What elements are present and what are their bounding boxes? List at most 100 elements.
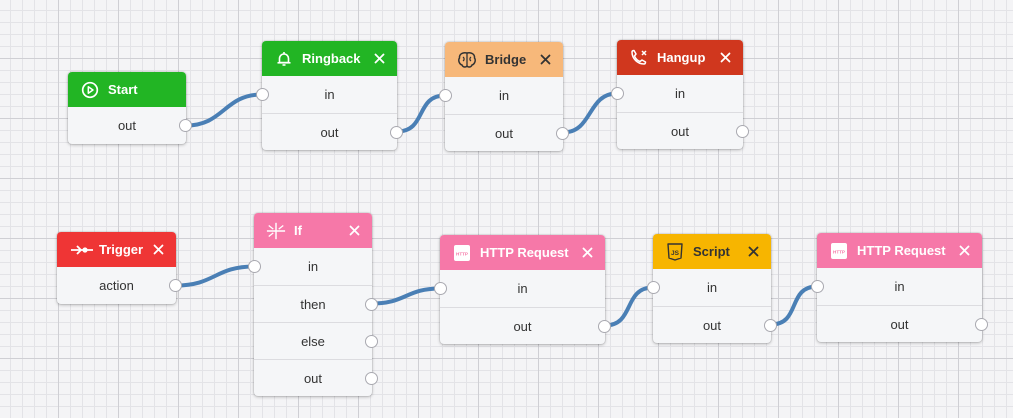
- connection-bridge-hangup[interactable]: [561, 91, 619, 135]
- js-icon: JS: [665, 242, 685, 262]
- close-icon[interactable]: [579, 245, 595, 261]
- node-ports: action: [57, 267, 182, 304]
- port-out: out: [817, 305, 988, 342]
- node-ports: in out: [439, 77, 569, 151]
- port-label: then: [300, 296, 326, 312]
- close-icon[interactable]: [346, 223, 362, 239]
- port-label: in: [498, 88, 510, 103]
- node-http1[interactable]: HTTP HTTP Request in out: [434, 235, 611, 344]
- node-title: HTTP Request: [480, 245, 569, 260]
- connection-script-http2[interactable]: [769, 284, 819, 327]
- http-icon: HTTP: [829, 241, 849, 261]
- port-label: out: [702, 317, 722, 333]
- port-out: out: [617, 112, 749, 149]
- port-in: in: [811, 268, 982, 305]
- node-if[interactable]: If in then else out: [248, 213, 378, 396]
- node-header[interactable]: Start: [68, 72, 186, 107]
- port-label: out: [117, 118, 137, 133]
- port-in: in: [647, 269, 771, 306]
- trigger-icon: [69, 240, 95, 260]
- node-title: Ringback: [302, 51, 361, 66]
- output-port-handle[interactable]: [179, 119, 192, 132]
- node-header[interactable]: HTTP HTTP Request: [440, 235, 605, 270]
- port-label: out: [303, 370, 323, 386]
- node-header[interactable]: If: [254, 213, 372, 248]
- port-in: in: [248, 248, 372, 285]
- node-start[interactable]: Start out: [68, 72, 192, 144]
- input-port-handle[interactable]: [811, 280, 824, 293]
- connection-ringback-bridge[interactable]: [395, 93, 447, 134]
- node-header[interactable]: Hangup: [617, 40, 743, 75]
- node-header[interactable]: Ringback: [262, 41, 397, 76]
- connection-http1-script[interactable]: [603, 285, 655, 328]
- input-port-handle[interactable]: [434, 282, 447, 295]
- connection-start-ringback[interactable]: [184, 92, 264, 128]
- output-port-handle[interactable]: [598, 319, 611, 333]
- input-port-handle[interactable]: [611, 87, 624, 100]
- node-script[interactable]: JS Script in out: [647, 234, 777, 343]
- port-in: in: [439, 77, 563, 114]
- input-port-handle[interactable]: [439, 89, 452, 102]
- port-in: in: [256, 76, 397, 113]
- bridge-icon: [457, 50, 477, 70]
- node-header[interactable]: Trigger: [57, 232, 176, 267]
- input-port-handle[interactable]: [256, 88, 269, 101]
- close-icon[interactable]: [371, 51, 387, 67]
- port-label: in: [517, 281, 528, 296]
- port-then: then: [254, 285, 378, 322]
- play-circle-icon: [80, 80, 100, 100]
- port-in: in: [434, 270, 605, 307]
- connection-if-http1[interactable]: [370, 286, 442, 306]
- svg-text:HTTP: HTTP: [456, 251, 468, 256]
- http-icon: HTTP: [452, 243, 472, 263]
- port-out: out: [653, 306, 777, 343]
- close-icon[interactable]: [150, 242, 166, 258]
- output-port-handle[interactable]: [365, 371, 378, 385]
- output-port-handle[interactable]: [390, 125, 403, 139]
- output-port-handle[interactable]: [365, 297, 378, 311]
- node-title: Trigger: [99, 242, 144, 257]
- node-title: Hangup: [657, 50, 706, 65]
- port-out: out: [68, 107, 192, 144]
- port-label: out: [513, 318, 532, 334]
- port-action: action: [57, 267, 182, 304]
- connection-trigger-if[interactable]: [174, 264, 256, 288]
- input-port-handle[interactable]: [248, 260, 261, 273]
- close-icon[interactable]: [537, 52, 553, 68]
- node-ports: in out: [434, 270, 611, 344]
- svg-text:JS: JS: [671, 250, 680, 257]
- port-label: in: [307, 259, 319, 274]
- node-header[interactable]: Bridge: [445, 42, 563, 77]
- close-icon[interactable]: [745, 244, 761, 260]
- output-port-handle[interactable]: [556, 126, 569, 140]
- output-port-handle[interactable]: [975, 317, 988, 331]
- port-label: in: [324, 87, 335, 102]
- output-port-handle[interactable]: [365, 334, 378, 348]
- node-ports: out: [68, 107, 192, 144]
- node-bridge[interactable]: Bridge in out: [439, 42, 569, 151]
- output-port-handle[interactable]: [764, 318, 777, 332]
- close-icon[interactable]: [956, 243, 972, 259]
- node-ports: in then else out: [248, 248, 378, 396]
- node-header[interactable]: JS Script: [653, 234, 771, 269]
- node-title: Script: [693, 244, 730, 259]
- node-ports: in out: [647, 269, 777, 343]
- bell-icon: [274, 49, 294, 69]
- output-port-handle[interactable]: [736, 124, 749, 138]
- node-trigger[interactable]: Trigger action: [57, 232, 182, 304]
- port-out: out: [445, 114, 569, 151]
- node-title: Start: [108, 82, 138, 97]
- port-label: else: [301, 333, 325, 349]
- input-port-handle[interactable]: [647, 281, 660, 294]
- port-else: else: [254, 322, 378, 359]
- close-icon[interactable]: [717, 50, 733, 66]
- output-port-handle[interactable]: [169, 279, 182, 292]
